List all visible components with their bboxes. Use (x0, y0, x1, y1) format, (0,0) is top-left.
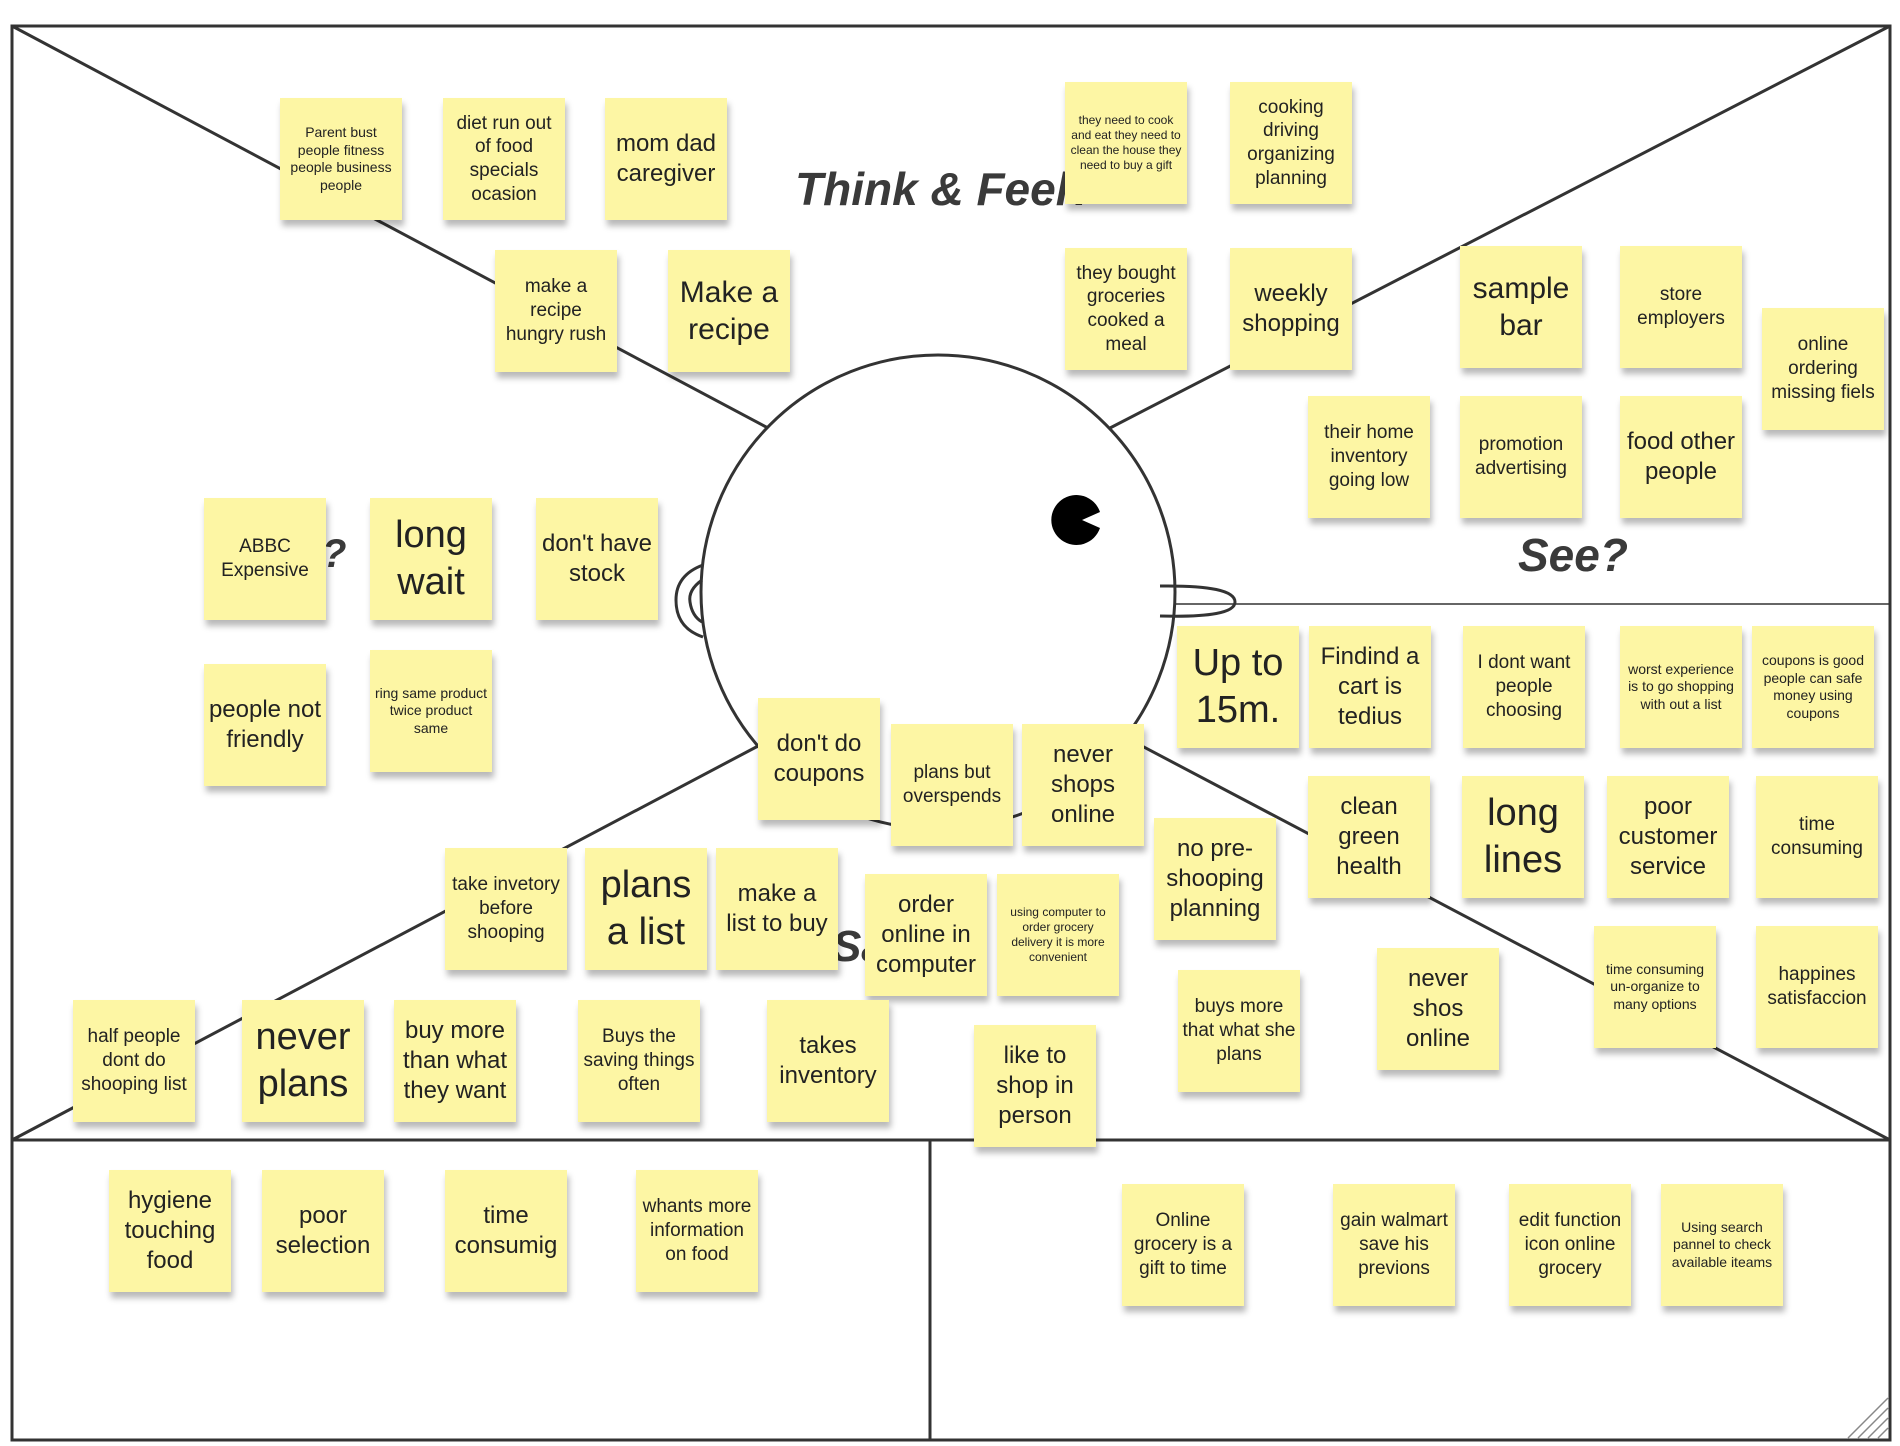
sticky-note[interactable]: weekly shopping (1230, 248, 1352, 370)
ear-inner (688, 578, 703, 624)
sticky-note[interactable]: ABBC Expensive (204, 498, 326, 620)
sticky-note[interactable]: they bought groceries cooked a meal (1065, 248, 1187, 370)
sticky-note[interactable]: edit function icon online grocery (1509, 1184, 1631, 1306)
sticky-note[interactable]: their home inventory going low (1308, 396, 1430, 518)
sticky-note[interactable]: food other people (1620, 396, 1742, 518)
sticky-note[interactable]: poor selection (262, 1170, 384, 1292)
sticky-note[interactable]: never shops online (1022, 724, 1144, 846)
sticky-note[interactable]: whants more information on food (636, 1170, 758, 1292)
sticky-note[interactable]: they need to cook and eat they need to c… (1065, 82, 1187, 204)
label-see: See? (1518, 529, 1628, 581)
outer-border (10, 24, 1892, 1442)
sticky-note[interactable]: half people dont do shooping list (73, 1000, 195, 1122)
sticky-note[interactable]: Parent bust people fitness people busine… (280, 98, 402, 220)
sticky-note[interactable]: people not friendly (204, 664, 326, 786)
sticky-note[interactable]: happines satisfaccion (1756, 926, 1878, 1048)
sticky-note[interactable]: make a recipe hungry rush (495, 250, 617, 372)
sticky-note[interactable]: worst experience is to go shopping with … (1620, 626, 1742, 748)
diagonal-bottom-right (1139, 743, 1891, 1142)
sticky-note[interactable]: never shos online (1377, 948, 1499, 1070)
sticky-note[interactable]: sample bar (1460, 246, 1582, 368)
sticky-note[interactable]: buys more that what she plans (1178, 970, 1300, 1092)
resize-corner (1847, 1397, 1889, 1439)
label-think-feel: Think & Feel? (795, 163, 1097, 215)
sticky-note[interactable]: using computer to order grocery delivery… (997, 874, 1119, 996)
sticky-note[interactable]: never plans (242, 1000, 364, 1122)
label-hear-fragment: ? (322, 532, 347, 576)
sticky-note[interactable]: coupons is good people can safe money us… (1752, 626, 1874, 748)
sticky-note[interactable]: diet run out of food specials ocasion (443, 98, 565, 220)
sticky-note[interactable]: don't have stock (536, 498, 658, 620)
sticky-note[interactable]: cooking driving organizing planning (1230, 82, 1352, 204)
sticky-note[interactable]: Buys the saving things often (578, 1000, 700, 1122)
nose-shape (1159, 584, 1237, 618)
eye-shape (1051, 494, 1100, 545)
sticky-note[interactable]: plans but overspends (891, 724, 1013, 846)
sticky-note[interactable]: take invetory before shooping (445, 848, 567, 970)
sticky-note[interactable]: order online in computer (865, 874, 987, 996)
sticky-note[interactable]: poor customer service (1607, 776, 1729, 898)
sticky-note[interactable]: time consumig (445, 1170, 567, 1292)
sticky-note[interactable]: store employers (1620, 246, 1742, 368)
sticky-note[interactable]: takes inventory (767, 1000, 889, 1122)
diagonal-top-left (11, 24, 769, 430)
sticky-note[interactable]: clean green health (1308, 776, 1430, 898)
sticky-note[interactable]: make a list to buy (716, 848, 838, 970)
sticky-note[interactable]: Findind a cart is tedius (1309, 626, 1431, 748)
sticky-note[interactable]: Make a recipe (668, 250, 790, 372)
sticky-note[interactable]: no pre-shooping planning (1154, 818, 1276, 940)
sticky-note[interactable]: buy more than what they want (394, 1000, 516, 1122)
ear-outer (674, 563, 704, 639)
sticky-note[interactable]: like to shop in person (974, 1025, 1096, 1147)
sticky-note[interactable]: promotion advertising (1460, 396, 1582, 518)
sticky-note[interactable]: Using search pannel to check available i… (1661, 1184, 1783, 1306)
sticky-note[interactable]: ring same product twice product same (370, 650, 492, 772)
sticky-note[interactable]: don't do coupons (758, 698, 880, 820)
sticky-note[interactable]: Online grocery is a gift to time (1122, 1184, 1244, 1306)
sticky-note[interactable]: time consuming un-organize to many optio… (1594, 926, 1716, 1048)
sticky-note[interactable]: mom dad caregiver (605, 98, 727, 220)
sticky-note[interactable]: long lines (1462, 776, 1584, 898)
sticky-note[interactable]: time consuming (1756, 776, 1878, 898)
sticky-note[interactable]: long wait (370, 498, 492, 620)
sticky-note[interactable]: gain walmart save his previons (1333, 1184, 1455, 1306)
sticky-note[interactable]: I dont want people choosing (1463, 626, 1585, 748)
sticky-note[interactable]: hygiene touching food (109, 1170, 231, 1292)
sticky-note[interactable]: online ordering missing fiels (1762, 308, 1884, 430)
sticky-note[interactable]: Up to 15m. (1177, 626, 1299, 748)
sticky-note[interactable]: plans a list (585, 848, 707, 970)
